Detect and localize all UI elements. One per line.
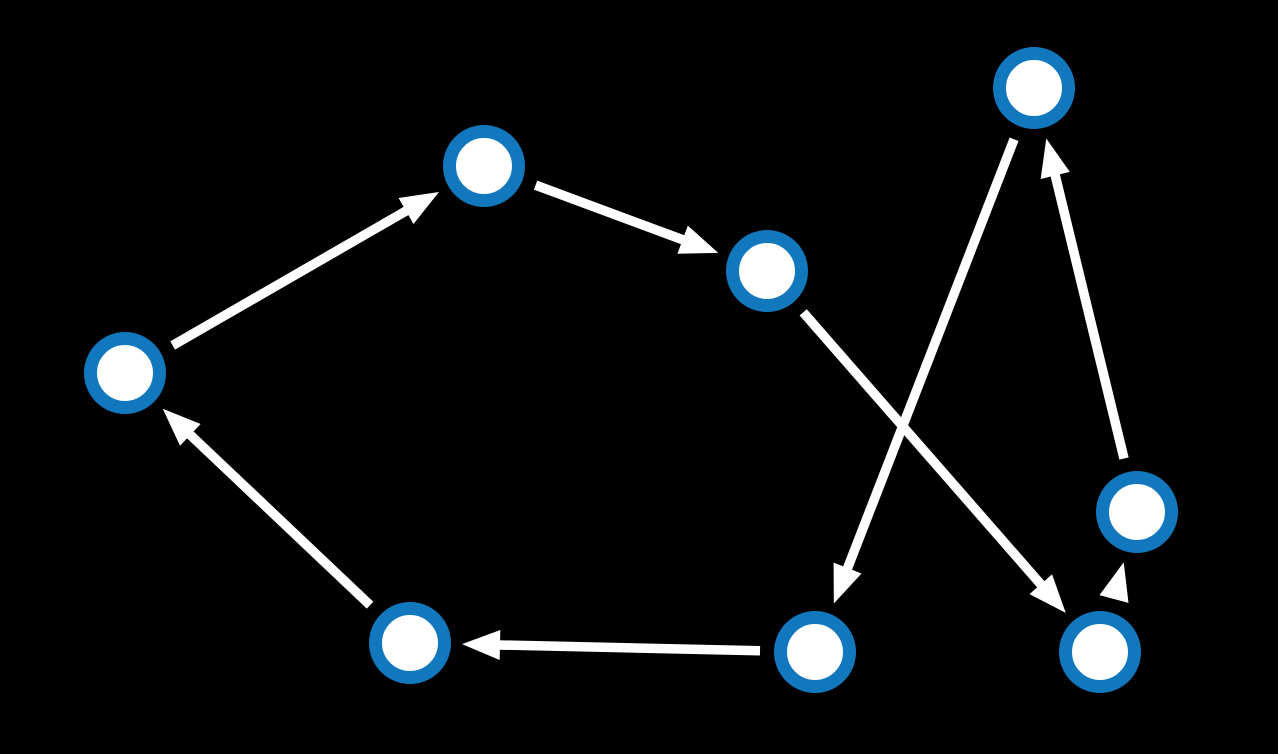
graph-node[interactable]: [443, 125, 525, 207]
edge-line: [799, 309, 1046, 589]
arrowhead-icon: [833, 562, 862, 604]
arrowhead-icon: [1099, 562, 1129, 603]
graph-edge: [170, 191, 439, 350]
edge-line: [497, 640, 761, 656]
graph-node[interactable]: [369, 602, 451, 684]
arrowhead-icon: [398, 191, 439, 224]
graph-edge: [533, 180, 719, 254]
arrowhead-icon: [1029, 574, 1066, 613]
edge-line: [842, 137, 1019, 572]
graph-edge: [799, 309, 1066, 613]
arrowhead-icon: [677, 225, 719, 254]
arrowhead-icon: [461, 630, 501, 660]
edges-layer: [162, 137, 1129, 660]
graph-edge: [1040, 138, 1129, 460]
graph-node[interactable]: [726, 230, 808, 312]
graph-node[interactable]: [774, 611, 856, 693]
edge-line: [170, 205, 411, 350]
graph-node[interactable]: [1059, 611, 1141, 693]
graph-edge: [461, 630, 761, 660]
graph-edge: [1099, 562, 1129, 603]
edge-line: [533, 180, 687, 245]
arrowhead-icon: [1040, 138, 1070, 179]
graph-node[interactable]: [993, 47, 1075, 129]
graph-node[interactable]: [84, 332, 166, 414]
graph-edge: [162, 408, 374, 609]
edge-line: [1050, 172, 1129, 460]
arrowhead-icon: [162, 408, 201, 446]
edge-line: [185, 430, 374, 609]
nodes-layer: [84, 47, 1178, 693]
graph-node[interactable]: [1096, 471, 1178, 553]
graph-edge: [833, 137, 1019, 604]
